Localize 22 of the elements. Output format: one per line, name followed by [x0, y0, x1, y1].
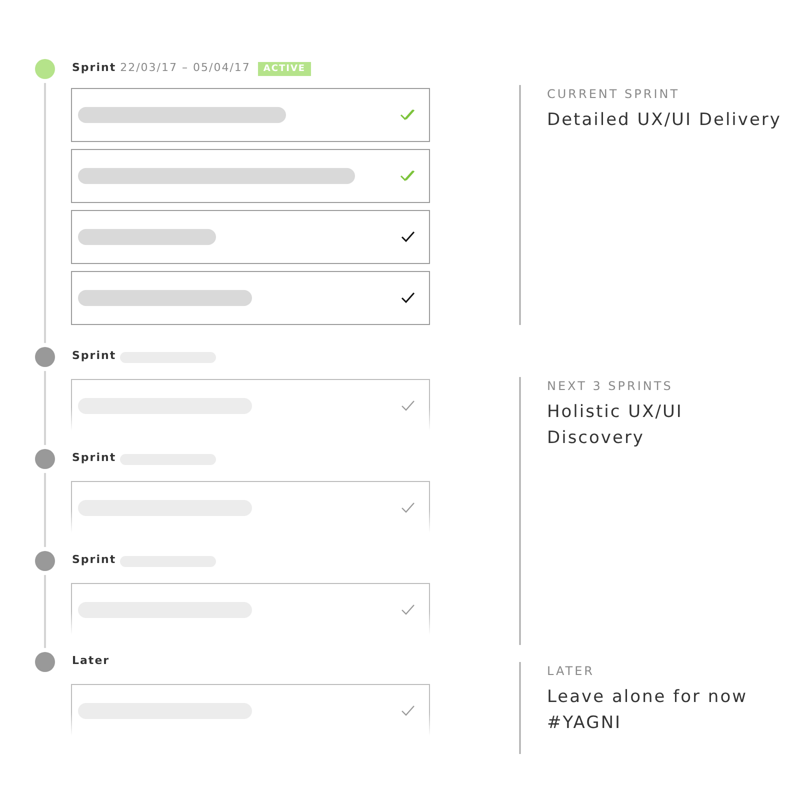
timeline-line: [44, 575, 46, 648]
sprint-label: Sprint: [72, 451, 116, 465]
sprint-label: Sprint: [72, 61, 116, 75]
timeline-line: [44, 473, 46, 547]
timeline-line: [44, 83, 46, 343]
section-label: NEXT 3 SPRINTS: [547, 379, 674, 393]
section-label: CURRENT SPRINT: [547, 87, 681, 101]
timeline-dot: [35, 347, 55, 367]
timeline-dot: [35, 59, 55, 79]
section-title: Detailed UX/UI Delivery: [547, 109, 782, 132]
timeline-line: [44, 371, 46, 445]
timeline-dot: [35, 652, 55, 672]
timeline-dot: [35, 449, 55, 469]
timeline-dot: [35, 551, 55, 571]
sprint-label: Sprint: [72, 553, 116, 567]
sprint-label: Later: [72, 654, 110, 668]
status-badge: ACTIVE: [258, 62, 311, 76]
sprint-label: Sprint: [72, 349, 116, 363]
section-title: Holistic UX/UI Discovery: [547, 401, 684, 450]
section-label: LATER: [547, 664, 596, 678]
date-range: 22/03/17 – 05/04/17: [120, 61, 250, 75]
section-title: Leave alone for now #YAGNI: [547, 686, 749, 735]
